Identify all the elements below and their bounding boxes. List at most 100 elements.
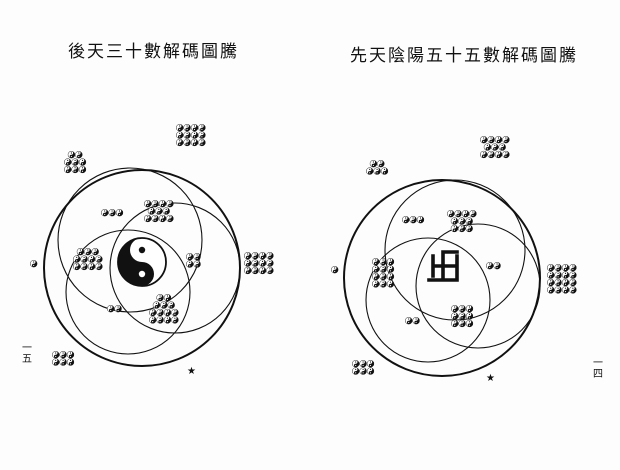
- yin-yang-dot-icon: [266, 252, 274, 260]
- yin-yang-dot-icon: [458, 217, 466, 225]
- yin-yang-dot-icon: [183, 131, 191, 139]
- yin-yang-dot-icon: [386, 258, 395, 266]
- yin-yang-dot-icon: [480, 150, 488, 159]
- yin-yang-dot-icon: [561, 264, 570, 272]
- yin-yang-dot-icon: [487, 136, 495, 144]
- yin-yang-dot-icon: [502, 150, 510, 159]
- yin-yang-dot-icon: [359, 367, 367, 375]
- yin-yang-dot-icon: [144, 200, 152, 208]
- yin-yang-dot-icon: [561, 286, 570, 294]
- yin-yang-dot-icon: [87, 262, 96, 271]
- yin-yang-dot-icon: [458, 319, 466, 328]
- left-center-yin-yang-icon: [117, 237, 167, 287]
- yin-yang-dot-icon: [547, 286, 555, 294]
- yin-yang-dot-icon: [183, 138, 191, 147]
- yin-yang-dot-icon: [52, 358, 60, 366]
- yin-yang-dot-icon: [266, 266, 274, 275]
- yin-yang-dot-icon: [59, 351, 67, 359]
- yin-yang-dot-icon: [244, 252, 252, 260]
- yin-yang-dot-icon: [373, 167, 381, 175]
- yin-yang-dot-icon: [171, 316, 179, 324]
- yin-yang-dot-icon: [493, 262, 501, 270]
- yin-yang-dot-icon: [561, 278, 570, 287]
- yin-yang-dot-icon: [380, 167, 389, 175]
- left-decoding-diagram: ★: [30, 124, 274, 377]
- yin-yang-dot-icon: [352, 367, 360, 375]
- right-decoding-diagram: ★: [331, 136, 577, 384]
- yin-yang-dot-icon: [171, 308, 179, 317]
- yin-yang-dot-icon: [71, 165, 79, 174]
- yin-yang-dot-icon: [450, 224, 459, 233]
- yin-yang-dot-icon: [379, 272, 387, 281]
- yin-yang-dot-icon: [163, 308, 172, 317]
- yin-yang-dot-icon: [554, 278, 562, 287]
- yin-yang-dot-icon: [352, 360, 360, 368]
- yin-yang-dot-icon: [372, 265, 380, 273]
- yin-yang-dot-icon: [386, 280, 395, 288]
- yin-yang-dot-icon: [152, 301, 161, 309]
- yin-yang-dot-icon: [469, 210, 477, 218]
- yin-yang-dot-icon: [91, 248, 99, 256]
- yin-yang-dot-icon: [66, 358, 75, 366]
- yin-yang-dot-icon: [369, 160, 378, 168]
- yin-yang-dot-icon: [176, 124, 184, 132]
- yin-yang-dot-icon: [569, 286, 577, 294]
- yin-yang-dot-icon: [64, 158, 72, 166]
- yin-yang-dot-icon: [107, 305, 115, 313]
- yin-yang-dot-icon: [151, 214, 159, 223]
- yin-yang-dot-icon: [73, 255, 81, 263]
- yin-yang-dot-icon: [547, 264, 555, 272]
- yin-yang-dot-icon: [483, 143, 492, 151]
- yin-yang-dot-icon: [458, 305, 466, 313]
- yin-yang-dot-icon: [547, 271, 555, 279]
- yin-yang-dot-icon: [480, 136, 488, 144]
- yin-yang-dot-icon: [190, 124, 199, 132]
- yin-yang-dot-icon: [465, 305, 474, 313]
- right-inner-ring-right: [415, 223, 541, 349]
- yin-yang-dot-icon: [465, 312, 474, 320]
- yin-yang-dot-icon: [73, 262, 81, 271]
- yin-yang-dot-icon: [163, 294, 172, 302]
- yin-yang-dot-icon: [487, 150, 495, 159]
- yin-yang-dot-icon: [114, 305, 122, 313]
- yin-yang-dot-icon: [498, 143, 506, 151]
- yin-yang-dot-icon: [251, 259, 259, 267]
- yin-yang-dot-icon: [258, 259, 267, 267]
- yin-yang-dot-icon: [547, 278, 555, 287]
- yin-yang-dot-icon: [554, 271, 562, 279]
- yin-yang-dot-icon: [87, 255, 96, 263]
- yin-yang-dot-icon: [30, 260, 38, 268]
- yin-yang-dot-icon: [458, 312, 466, 320]
- yin-yang-dot-icon: [465, 319, 474, 328]
- left-inner-ring-top: [57, 167, 203, 313]
- yin-yang-dot-icon: [67, 151, 76, 159]
- yin-yang-dot-icon: [569, 271, 577, 279]
- yin-yang-dot-icon: [149, 316, 157, 324]
- yin-yang-dot-icon: [244, 266, 252, 275]
- right-page-title: 先天陰陽五十五數解碼圖騰: [350, 46, 578, 66]
- yin-yang-dot-icon: [155, 207, 163, 215]
- yin-yang-dot-icon: [80, 255, 88, 263]
- yin-yang-dot-icon: [377, 160, 385, 168]
- yin-yang-dot-icon: [379, 258, 387, 266]
- yin-yang-dot-icon: [186, 253, 194, 261]
- yin-yang-dot-icon: [158, 200, 167, 208]
- yin-yang-dot-icon: [52, 351, 60, 359]
- yin-yang-dot-icon: [454, 210, 462, 218]
- yin-yang-dot-icon: [166, 200, 174, 208]
- yin-yang-dot-icon: [405, 317, 413, 325]
- yin-yang-dot-icon: [198, 124, 206, 132]
- yin-yang-dot-icon: [491, 143, 499, 151]
- right-page-number: 一四: [593, 358, 603, 380]
- yin-yang-dot-icon: [144, 214, 152, 223]
- yin-yang-dot-icon: [151, 200, 159, 208]
- yin-yang-dot-icon: [450, 217, 459, 225]
- yin-yang-dot-icon: [379, 280, 387, 288]
- yin-yang-dot-icon: [451, 305, 459, 313]
- yin-yang-dot-icon: [402, 216, 410, 224]
- yin-yang-dot-icon: [190, 131, 199, 139]
- yin-yang-dot-icon: [465, 224, 473, 233]
- yin-yang-dot-icon: [251, 266, 259, 275]
- yin-yang-dot-icon: [95, 262, 103, 271]
